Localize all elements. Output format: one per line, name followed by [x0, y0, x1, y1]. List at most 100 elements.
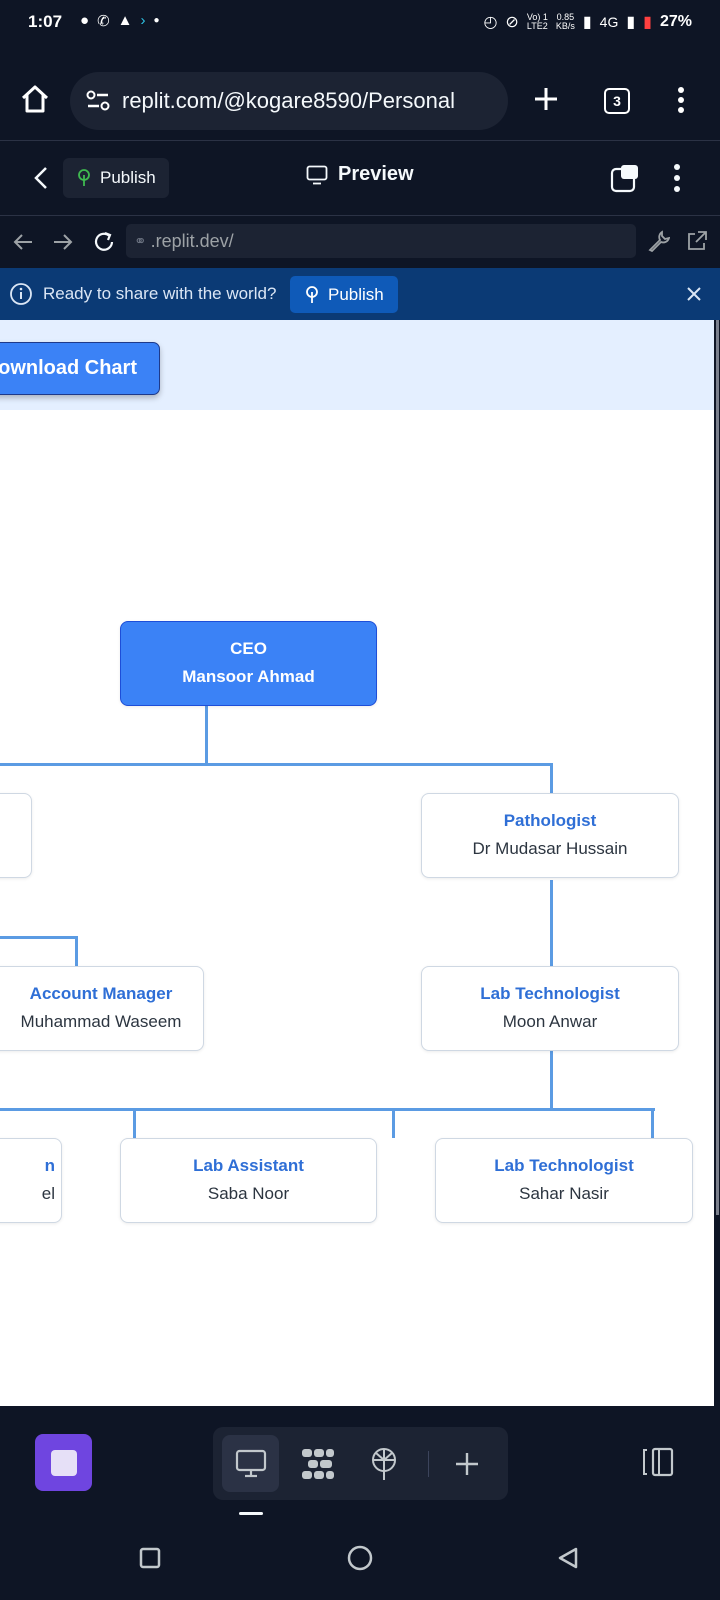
reload-icon[interactable] — [92, 230, 116, 254]
replit-bottom-bar — [0, 1406, 720, 1520]
org-node-cut-bottom-left[interactable]: n el — [0, 1138, 62, 1223]
node-person: Moon Anwar — [502, 1012, 598, 1031]
stop-square-icon — [50, 1449, 77, 1476]
monitor-icon — [306, 165, 328, 184]
new-tab-icon[interactable] — [533, 86, 559, 112]
org-node-ceo[interactable]: CEO Mansoor Ahmad — [120, 621, 377, 706]
tool-agent-button[interactable] — [289, 1435, 346, 1492]
org-node-pathologist[interactable]: Pathologist Dr Mudasar Hussain — [421, 793, 679, 878]
connector-line — [0, 1108, 655, 1111]
connector-line — [550, 880, 553, 968]
tab-switcher-button[interactable]: 3 — [604, 88, 630, 114]
publish-banner: Ready to share with the world? Publish — [0, 268, 720, 320]
publish-button[interactable]: Publish — [63, 158, 169, 198]
node-person: el — [41, 1184, 55, 1203]
network-type: 4G — [599, 14, 619, 30]
more-options-icon[interactable] — [672, 163, 682, 193]
connector-line — [133, 1108, 136, 1138]
preview-title: Preview — [306, 163, 414, 186]
connector-line — [550, 763, 553, 798]
incognito-icon: ▲ — [117, 12, 133, 29]
new-tab-window-icon[interactable] — [610, 163, 640, 193]
node-role: Pathologist — [503, 811, 597, 830]
org-node-account-manager[interactable]: Account Manager Muhammad Waseem — [0, 966, 204, 1051]
connector-line — [0, 936, 78, 939]
alarm-icon: ◴ — [483, 14, 498, 31]
node-role: Lab Assistant — [193, 1156, 304, 1175]
node-role: n — [44, 1156, 55, 1175]
preview-webview: ownload Chart CEO Mansoor Ahmad Patholog… — [0, 320, 714, 1406]
publish-icon — [371, 1447, 396, 1480]
notification-icons: ● ✆ ▲ › ● — [80, 12, 160, 30]
agent-icon — [301, 1448, 334, 1479]
close-icon[interactable] — [686, 286, 702, 302]
preview-url-text[interactable]: .replit.dev/ — [150, 230, 234, 251]
connector-line — [550, 1050, 553, 1110]
connector-line — [0, 763, 553, 766]
tool-group — [213, 1427, 508, 1500]
node-role: Account Manager — [29, 984, 173, 1003]
nav-back-icon[interactable] — [12, 232, 34, 252]
node-role: CEO — [230, 639, 267, 658]
battery-icon: ▮ — [643, 14, 652, 31]
chat-bubble-icon: ● — [80, 12, 90, 29]
recents-icon[interactable] — [138, 1546, 162, 1570]
open-external-icon[interactable] — [686, 230, 708, 252]
browser-menu-icon[interactable] — [676, 86, 686, 114]
status-time: 1:07 — [28, 12, 63, 31]
missed-call-icon: ✆ — [97, 13, 110, 30]
banner-publish-button[interactable]: Publish — [290, 276, 398, 313]
banner-message: Ready to share with the world? — [43, 284, 277, 303]
tool-add-button[interactable] — [438, 1435, 495, 1492]
org-node-lab-assistant[interactable]: Lab Assistant Saba Noor — [120, 1138, 377, 1223]
link-icon: ⚭ — [134, 233, 147, 250]
site-settings-icon[interactable] — [86, 90, 110, 112]
home-circle-icon[interactable] — [346, 1544, 374, 1572]
stop-run-button[interactable] — [35, 1434, 92, 1491]
monitor-icon — [235, 1449, 266, 1477]
battery-percent: 27% — [659, 13, 692, 30]
chart-toolbar: ownload Chart — [0, 320, 714, 410]
info-icon — [10, 283, 32, 305]
publish-icon — [78, 169, 90, 186]
node-person: Sahar Nasir — [519, 1184, 609, 1203]
back-chevron-icon[interactable] — [32, 165, 50, 191]
plus-icon — [455, 1452, 478, 1475]
node-person: Saba Noor — [207, 1184, 290, 1203]
org-node-cut-left[interactable] — [0, 793, 32, 878]
preview-address-bar: ⚭ .replit.dev/ — [0, 216, 720, 268]
download-chart-button[interactable]: ownload Chart — [0, 342, 160, 395]
org-node-lab-technologist[interactable]: Lab Technologist Moon Anwar — [421, 966, 679, 1051]
more-dot-icon: ● — [153, 15, 160, 26]
publish-icon — [306, 285, 318, 303]
browser-toolbar: replit.com/@kogare8590/Personal 3 — [0, 46, 720, 140]
tool-publish-button[interactable] — [355, 1435, 412, 1492]
url-bar[interactable]: replit.com/@kogare8590/Personal — [70, 72, 508, 130]
org-node-lab-technologist-2[interactable]: Lab Technologist Sahar Nasir — [435, 1138, 693, 1223]
connector-line — [75, 936, 78, 968]
node-role: Lab Technologist — [480, 984, 620, 1003]
preview-label: Preview — [338, 163, 414, 185]
active-tab-indicator — [239, 1512, 263, 1515]
node-person: Dr Mudasar Hussain — [472, 839, 628, 858]
node-person: Muhammad Waseem — [20, 1012, 182, 1031]
mute-icon: ⊘ — [505, 14, 519, 31]
home-icon[interactable] — [20, 84, 50, 114]
publish-label: Publish — [100, 168, 156, 187]
node-role: Lab Technologist — [494, 1156, 634, 1175]
preview-url-input[interactable]: ⚭ .replit.dev/ — [126, 224, 636, 258]
tool-preview-button[interactable] — [222, 1435, 279, 1492]
wrench-icon[interactable] — [648, 230, 670, 252]
nav-forward-icon[interactable] — [52, 232, 74, 252]
signal-2-icon: ▮ — [626, 14, 636, 31]
webview-scrollbar-thumb[interactable] — [716, 320, 719, 1215]
back-triangle-icon[interactable] — [556, 1546, 580, 1570]
signal-icon: ▮ — [582, 14, 592, 31]
arrow-app-icon: › — [140, 12, 146, 29]
url-text[interactable]: replit.com/@kogare8590/Personal — [122, 88, 455, 113]
panels-icon[interactable] — [640, 1446, 674, 1478]
